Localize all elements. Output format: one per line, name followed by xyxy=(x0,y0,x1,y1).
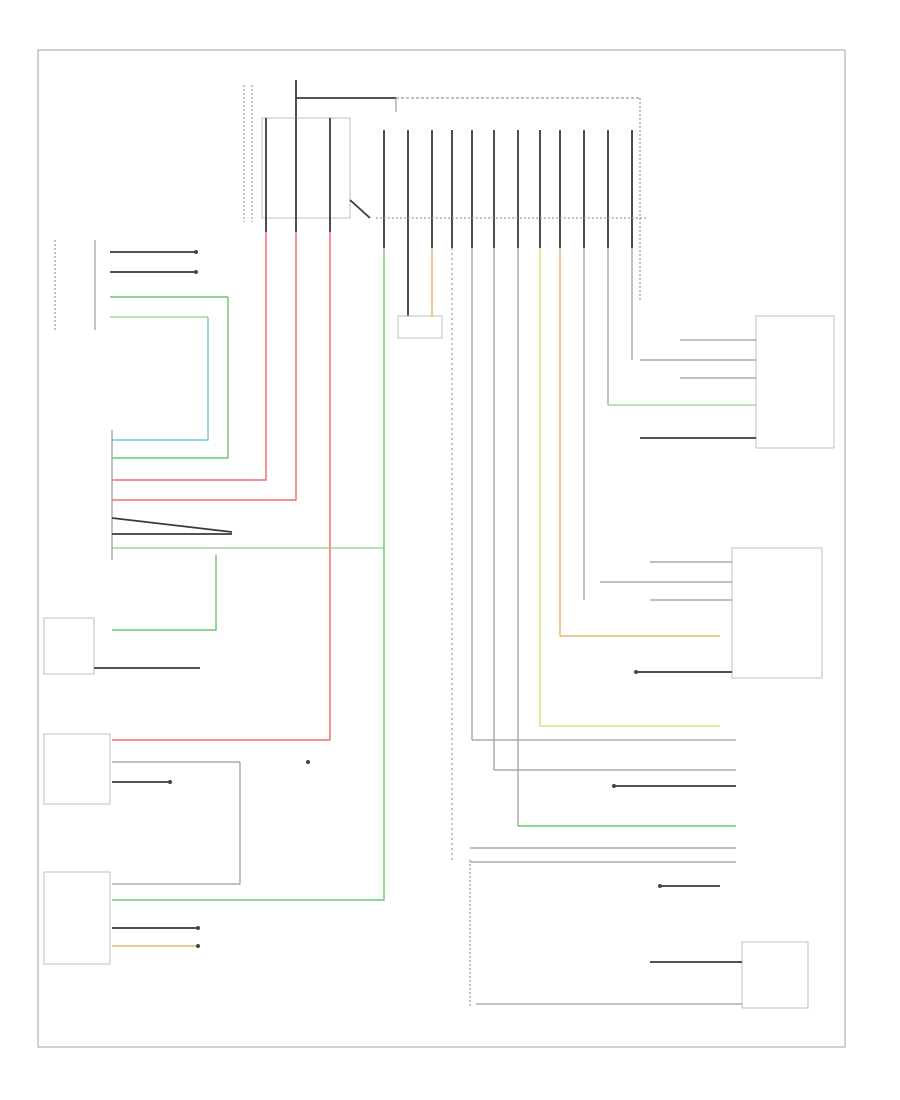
right-rear-lamp xyxy=(472,739,736,827)
left-bottom-switch xyxy=(43,733,310,805)
right-front-lamp xyxy=(608,315,835,449)
right-front-turn xyxy=(600,547,823,679)
left-switch-block xyxy=(111,430,233,560)
left-module xyxy=(54,240,228,330)
rear-lamps xyxy=(469,847,809,1009)
diagram-frame xyxy=(37,49,846,1048)
left-lamp xyxy=(43,555,217,675)
cluster xyxy=(43,762,241,965)
top-connector-pins xyxy=(376,98,648,300)
center-connectors xyxy=(397,248,720,860)
fuse-block xyxy=(243,80,640,232)
